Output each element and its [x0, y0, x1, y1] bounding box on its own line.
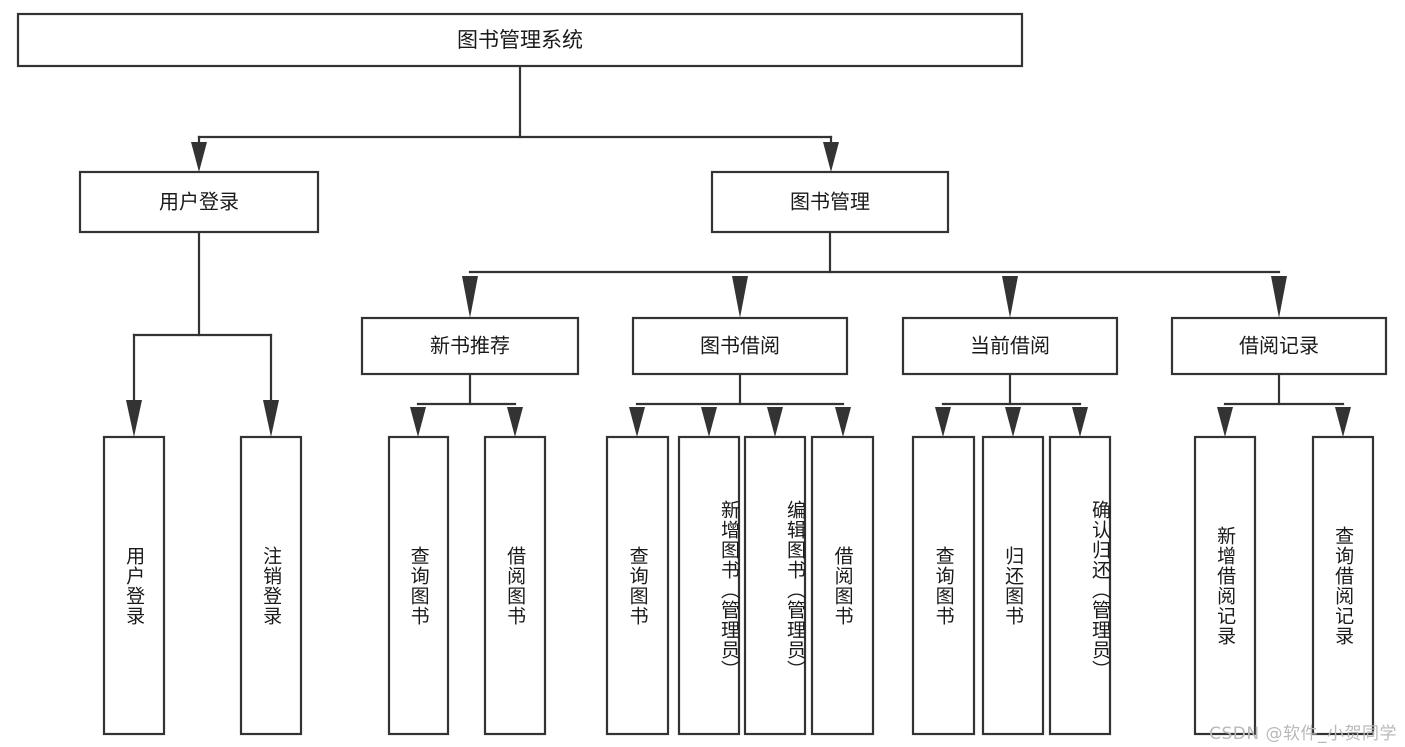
arrow-to-leaf-confirm-return-admin [1072, 407, 1088, 437]
arrow-to-current-borrow [1002, 276, 1018, 318]
leaf-logout-login-box[interactable] [239, 435, 303, 736]
arrow-to-leaf-query-book-rec [410, 407, 426, 437]
leaf-add-borrow-record[interactable] [1193, 435, 1257, 736]
node-root-label: 图书管理系统 [457, 28, 583, 52]
node-borrow-record-box[interactable] [1170, 316, 1388, 376]
arrow-to-leaf-add-book-admin [701, 407, 717, 437]
node-root-box[interactable] [16, 12, 1024, 68]
node-book-manage[interactable]: 图书管理 [710, 170, 950, 234]
arrow-to-borrow-record [1271, 276, 1287, 318]
leaf-user-login[interactable] [102, 435, 166, 736]
leaf-add-borrow-record-box[interactable] [1193, 435, 1257, 736]
leaf-edit-book-admin[interactable] [743, 435, 807, 736]
node-new-book-rec-label: 新书推荐 [430, 334, 510, 358]
leaf-query-book-borrow-box[interactable] [605, 435, 670, 736]
node-current-borrow[interactable]: 当前借阅 [901, 316, 1119, 376]
arrow-to-leaf-add-borrow-record [1217, 407, 1233, 437]
node-book-borrow-box[interactable] [631, 316, 849, 376]
arrow-to-leaf-query-book-current [935, 407, 951, 437]
leaf-add-book-admin[interactable] [677, 435, 741, 736]
leaf-confirm-return-admin-box[interactable] [1048, 435, 1112, 736]
node-root[interactable]: 图书管理系统 [16, 12, 1024, 68]
arrow-to-leaf-query-borrow-record [1335, 407, 1351, 437]
leaf-borrow-book-box[interactable] [810, 435, 875, 736]
node-book-borrow-label: 图书借阅 [700, 334, 780, 358]
leaf-edit-book-admin-box[interactable] [743, 435, 807, 736]
leaf-return-book[interactable] [981, 435, 1045, 736]
node-borrow-record-label: 借阅记录 [1239, 334, 1319, 358]
arrow-root-to-user-login [191, 142, 207, 172]
leaf-query-book-rec-box[interactable] [387, 435, 450, 736]
arrow-to-leaf-edit-book-admin [767, 407, 783, 437]
node-borrow-record[interactable]: 借阅记录 [1170, 316, 1388, 376]
node-current-borrow-box[interactable] [901, 316, 1119, 376]
leaf-query-book-rec[interactable] [387, 435, 450, 736]
node-book-manage-box[interactable] [710, 170, 950, 234]
arrow-to-leaf-logout-login [263, 400, 279, 437]
arrow-to-new-book-rec [462, 276, 478, 318]
node-user-login-label: 用户登录 [159, 190, 239, 214]
leaf-logout-login[interactable] [239, 435, 303, 736]
node-new-book-rec-box[interactable] [360, 316, 580, 376]
node-book-borrow[interactable]: 图书借阅 [631, 316, 849, 376]
leaf-confirm-return-admin[interactable] [1048, 435, 1112, 736]
node-current-borrow-label: 当前借阅 [970, 334, 1050, 358]
leaf-box-layer [102, 435, 1375, 736]
leaf-borrow-book[interactable] [810, 435, 875, 736]
arrow-to-book-borrow [732, 276, 748, 318]
arrow-to-leaf-user-login [126, 400, 142, 437]
node-book-manage-label: 图书管理 [790, 190, 870, 214]
leaf-return-book-box[interactable] [981, 435, 1045, 736]
connector-layer [126, 64, 1351, 437]
leaf-query-borrow-record-box[interactable] [1311, 435, 1375, 736]
watermark-text: CSDN @软件_小贺同学 [1209, 724, 1397, 744]
leaf-user-login-box[interactable] [102, 435, 166, 736]
leaf-query-book-current-box[interactable] [911, 435, 976, 736]
arrow-root-to-book-manage [823, 142, 839, 172]
node-user-login[interactable]: 用户登录 [78, 170, 320, 234]
arrow-to-leaf-borrow-book-rec [507, 407, 523, 437]
arrow-to-leaf-borrow-book [835, 407, 851, 437]
leaf-add-book-admin-box[interactable] [677, 435, 741, 736]
leaf-borrow-book-rec[interactable] [483, 435, 547, 736]
node-user-login-box[interactable] [78, 170, 320, 234]
arrow-to-leaf-query-book-borrow [629, 407, 645, 437]
leaf-query-borrow-record[interactable] [1311, 435, 1375, 736]
leaf-query-book-borrow[interactable] [605, 435, 670, 736]
leaf-query-book-current[interactable] [911, 435, 976, 736]
arrow-to-leaf-return-book [1005, 407, 1021, 437]
leaf-borrow-book-rec-box[interactable] [483, 435, 547, 736]
node-new-book-rec[interactable]: 新书推荐 [360, 316, 580, 376]
